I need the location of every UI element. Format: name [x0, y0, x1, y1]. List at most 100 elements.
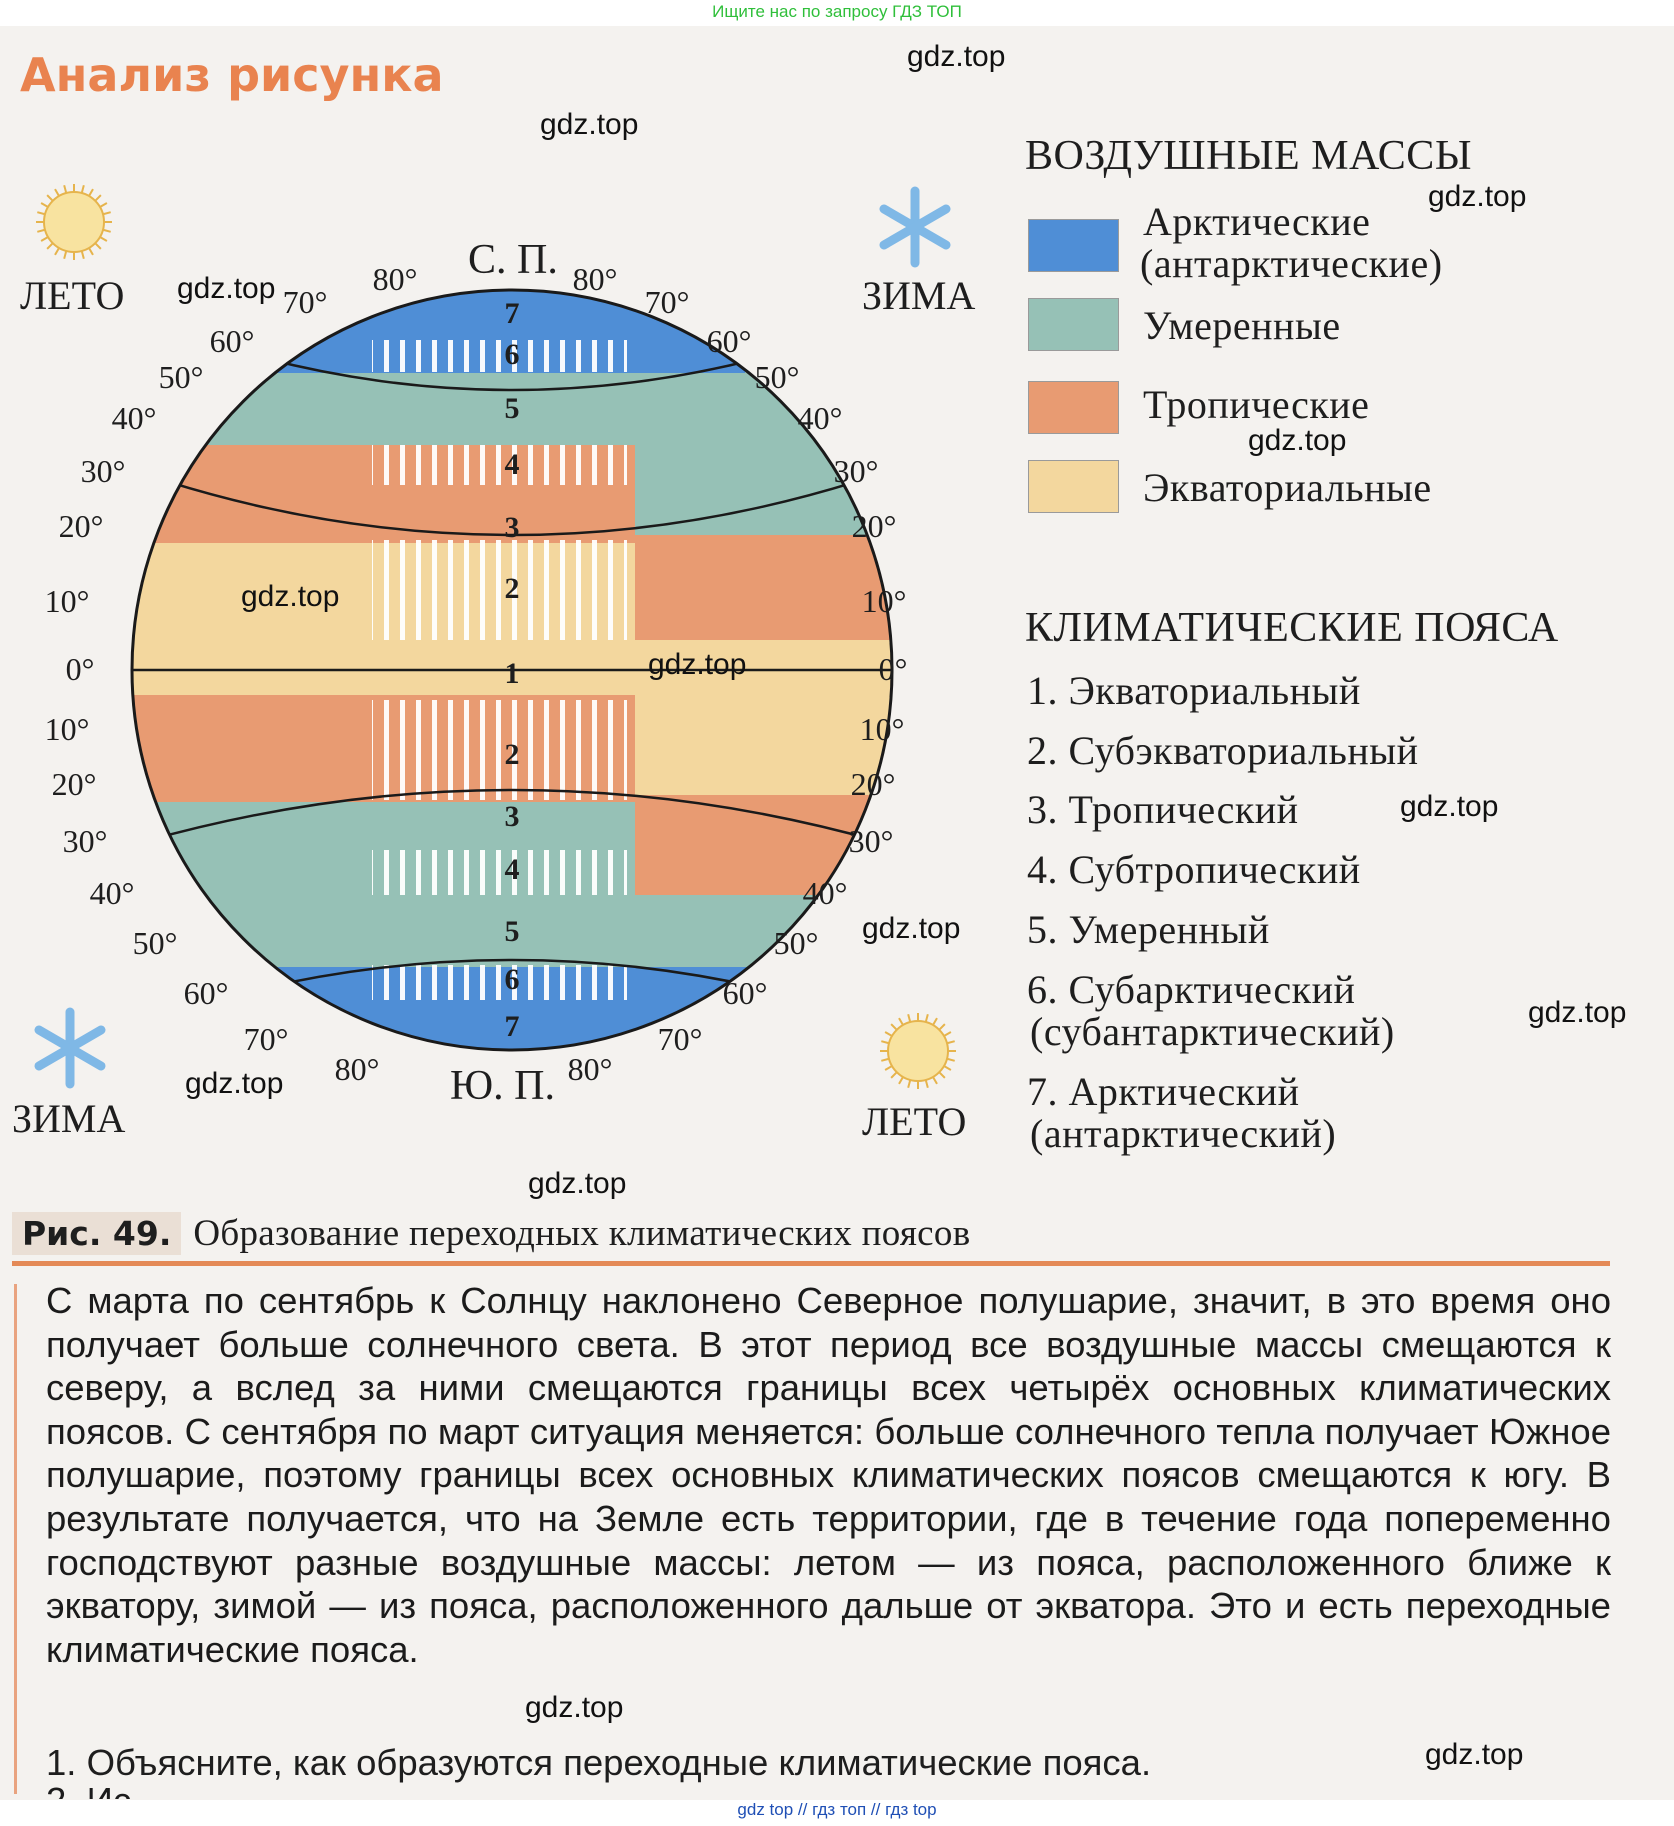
latitude-label: 70° [658, 1021, 703, 1057]
latitude-label: 20° [52, 766, 97, 802]
latitude-label: 0° [66, 651, 95, 687]
zone-item-2: 2. Субэкваториальный [1027, 728, 1419, 773]
watermark: gdz.top [177, 272, 276, 305]
legend-label-arctic-sub: (антарктические) [1140, 241, 1443, 286]
zone-item-7-sub: (антарктический) [1030, 1111, 1337, 1156]
latitude-label: 30° [849, 823, 894, 859]
globe-latitude-labels: 80°80°70°70°60°60°50°50°40°40°30°30°20°2… [45, 261, 908, 1087]
band-tropical-north-left [132, 445, 365, 543]
latitude-label: 80° [335, 1051, 380, 1087]
zone-item-6-sub: (субантарктический) [1030, 1009, 1395, 1054]
season-label-summer: ЛЕТО [20, 273, 125, 318]
watermark: gdz.top [907, 40, 1006, 73]
caption-divider [12, 1261, 1610, 1266]
latitude-label: 80° [373, 261, 418, 297]
season-label-winter: ЗИМА [12, 1096, 126, 1141]
south-pole-label: Ю. П. [450, 1063, 555, 1109]
zone-item-7: 7. Арктический [1027, 1069, 1300, 1114]
transition-stripe-4 [372, 850, 627, 895]
band-tropical-north-right [635, 535, 892, 640]
climate-belts-figure: 80°80°70°70°60°60°50°50°40°40°30°30°20°2… [34, 184, 956, 1089]
legend-label-equatorial: Экваториальные [1143, 465, 1432, 510]
watermark: gdz.top [241, 580, 340, 613]
zone-number-south: 7 [505, 1010, 520, 1043]
latitude-label: 10° [45, 583, 90, 619]
transition-stripe-3 [372, 700, 627, 800]
season-label-winter: ЗИМА [862, 273, 976, 318]
legend-swatch-tropical [1028, 381, 1119, 434]
legend-swatch-equatorial [1028, 460, 1119, 513]
snowflake-icon [34, 1007, 106, 1089]
boundary-north-tropic [132, 468, 892, 537]
latitude-label: 30° [834, 453, 879, 489]
legend-label-tropical: Тропические [1143, 382, 1370, 427]
zone-number-south: 6 [505, 963, 520, 996]
sun-icon [36, 184, 112, 260]
transition-stripe-2 [372, 540, 627, 640]
latitude-label: 20° [851, 766, 896, 802]
zone-item-3: 3. Тропический [1027, 787, 1299, 832]
watermark: gdz.top [1428, 180, 1527, 213]
watermark: gdz.top [1528, 996, 1627, 1029]
search-banner[interactable]: Ищите нас по запросу ГДЗ ТОП [712, 2, 962, 21]
boundary-south-tropic [132, 788, 892, 847]
latitude-label: 60° [707, 323, 752, 359]
latitude-label: 70° [645, 284, 690, 320]
latitude-label: 50° [774, 925, 819, 961]
transition-stripe-5 [372, 965, 627, 1000]
latitude-label: 40° [112, 400, 157, 436]
latitude-label: 60° [723, 975, 768, 1011]
zone-number-north: 2 [505, 572, 520, 605]
zone-number-north: 6 [505, 338, 520, 371]
question-2: 2. Ис [46, 1783, 131, 1799]
latitude-label: 30° [63, 823, 108, 859]
band-equatorial-right [635, 640, 892, 795]
latitude-label: 20° [59, 508, 104, 544]
transition-stripe-0 [372, 340, 627, 372]
latitude-label: 10° [45, 711, 90, 747]
latitude-label: 50° [159, 359, 204, 395]
latitude-label: 40° [803, 875, 848, 911]
question-1: 1. Объясните, как образуются переходные … [46, 1742, 1152, 1783]
body-paragraph: С марта по сентябрь к Солнцу наклонено С… [46, 1280, 1611, 1670]
watermark: gdz.top [648, 648, 747, 681]
latitude-label: 80° [573, 261, 618, 297]
legend-label-arctic: Арктические [1143, 199, 1371, 244]
north-pole-label: С. П. [468, 237, 558, 283]
globe-transition-stripes [372, 340, 627, 1000]
latitude-label: 10° [860, 711, 905, 747]
zone-number-south: 5 [505, 915, 520, 948]
latitude-label: 60° [184, 975, 229, 1011]
latitude-label: 50° [755, 359, 800, 395]
latitude-label: 40° [798, 400, 843, 436]
sun-icon [880, 1013, 956, 1089]
watermark: gdz.top [862, 912, 961, 945]
footer-links[interactable]: gdz top // гдз топ // гдз top [737, 1800, 937, 1819]
figure-caption-text: Образование переходных климатических поя… [193, 1213, 971, 1254]
latitude-label: 30° [81, 453, 126, 489]
zone-item-5: 5. Умеренный [1027, 907, 1270, 952]
latitude-label: 80° [568, 1051, 613, 1087]
latitude-label: 20° [852, 508, 897, 544]
snowflake-icon [879, 186, 951, 268]
latitude-label: 50° [133, 925, 178, 961]
zone-item-6: 6. Субарктический [1027, 967, 1356, 1012]
watermark: gdz.top [1425, 1738, 1524, 1771]
section-title: Анализ рисунка [20, 48, 444, 102]
zone-number-south: 4 [505, 853, 520, 886]
legend-label-temperate: Умеренные [1143, 303, 1341, 348]
question-2-clipped: 2. Ис [46, 1783, 131, 1799]
zone-number-south: 2 [505, 738, 520, 771]
legend-swatch-arctic [1028, 219, 1119, 272]
figure-number: Рис. 49. [12, 1212, 182, 1255]
globe-outline [130, 288, 894, 1052]
zone-number-north: 7 [505, 297, 520, 330]
watermark: gdz.top [185, 1067, 284, 1100]
figure-caption: Рис. 49. Образование переходных климатиче… [12, 1212, 1612, 1258]
text-side-rule [14, 1284, 17, 1794]
latitude-label: 40° [90, 875, 135, 911]
zone-number-north: 3 [505, 511, 520, 544]
watermark: gdz.top [1400, 790, 1499, 823]
transition-stripe-1 [372, 445, 627, 485]
